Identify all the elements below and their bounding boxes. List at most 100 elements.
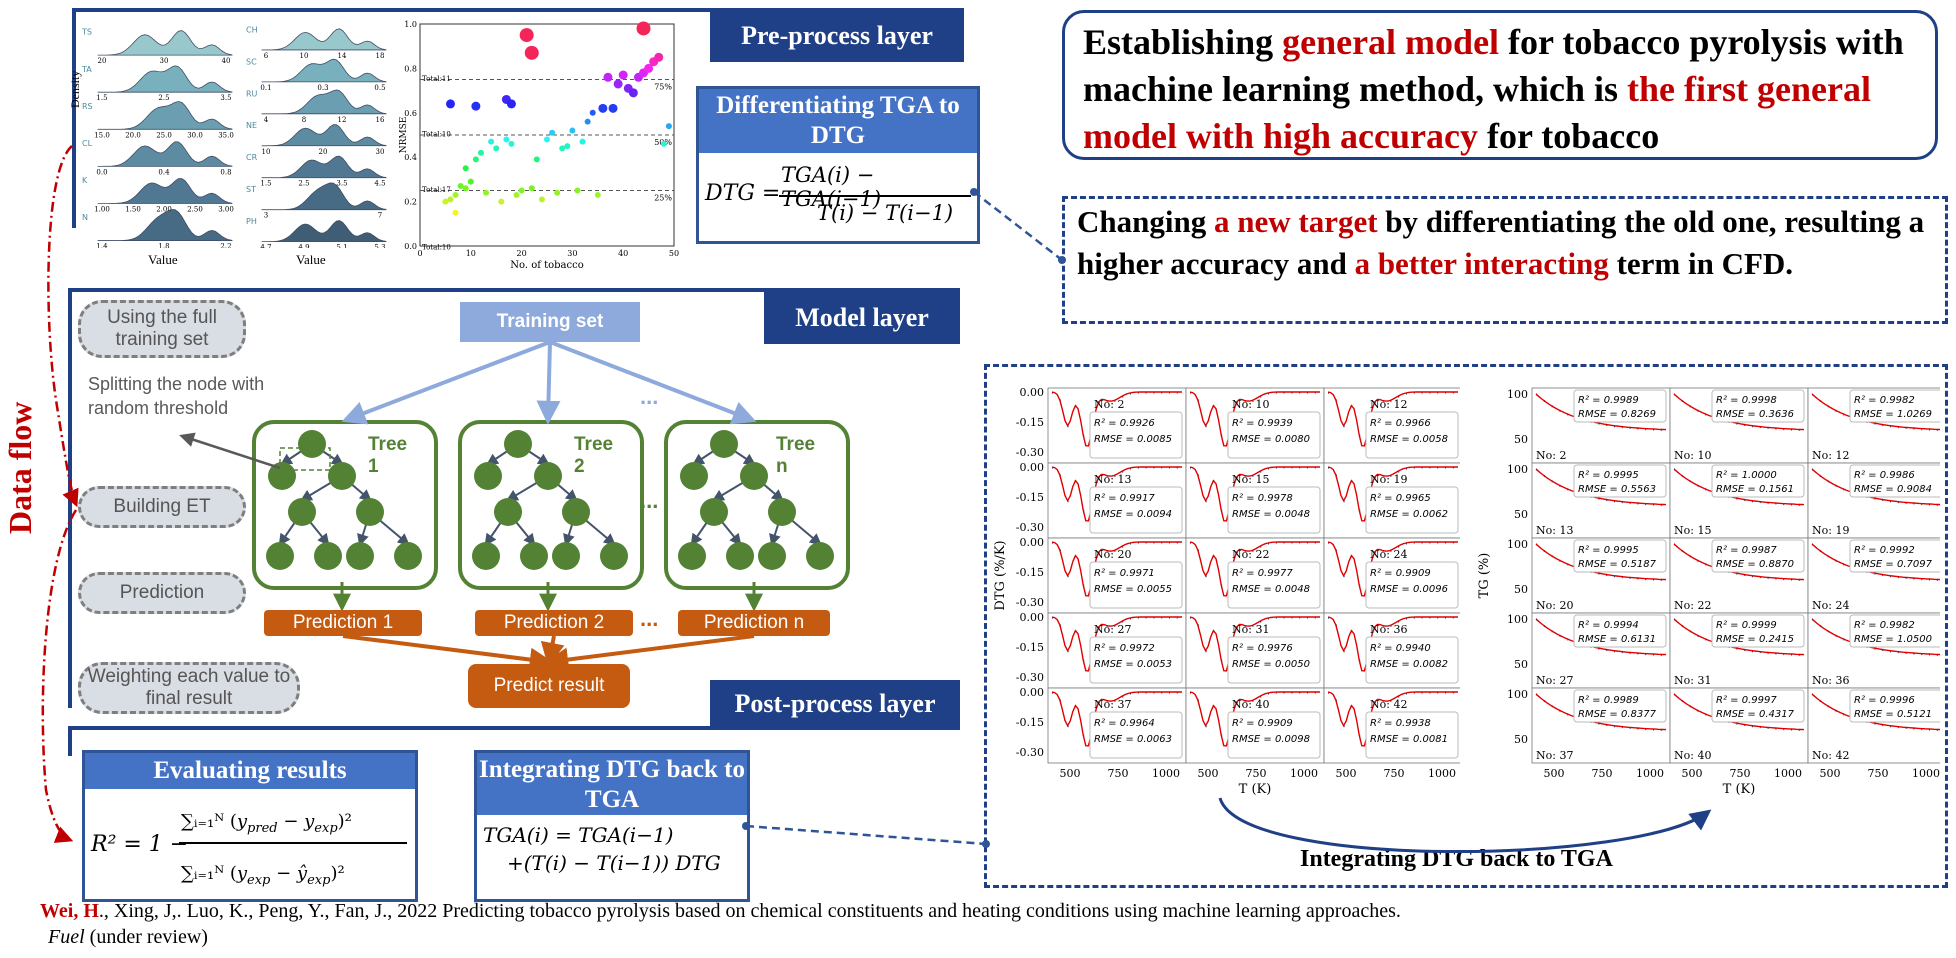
grid-ytick: -0.15 bbox=[1016, 566, 1044, 579]
cell-number: No: 15 bbox=[1232, 473, 1269, 486]
integ-to-results-connector bbox=[745, 824, 987, 846]
prediction-curve bbox=[1189, 541, 1320, 597]
cell-stat-box bbox=[1089, 486, 1183, 534]
diff-lhs: DTG = bbox=[705, 181, 781, 206]
cell-number: No: 19 bbox=[1812, 524, 1849, 537]
preprocess-leftline bbox=[72, 8, 76, 228]
scatter-point bbox=[554, 189, 561, 196]
cell-rmse: RMSE = 0.9084 bbox=[1854, 484, 1932, 495]
grid-ytick: -0.15 bbox=[1016, 716, 1044, 729]
grid-ytick: -0.15 bbox=[1016, 491, 1044, 504]
threshold-label: 25% bbox=[654, 194, 672, 203]
preprocess-topline bbox=[72, 8, 964, 12]
prediction-curve bbox=[1535, 543, 1667, 581]
cell-rmse: RMSE = 0.6131 bbox=[1578, 634, 1656, 645]
ridge-name: PH bbox=[246, 217, 257, 226]
scatter-point bbox=[462, 185, 469, 192]
ridge-tick: 1.5 bbox=[96, 94, 107, 102]
cell-number: No: 27 bbox=[1094, 623, 1131, 636]
scatter-point bbox=[603, 72, 613, 82]
cell-rmse: RMSE = 0.0094 bbox=[1094, 509, 1172, 520]
ridge-tick: 20 bbox=[98, 57, 107, 65]
scatter-point bbox=[549, 129, 556, 136]
training-set-box: Training set bbox=[460, 302, 640, 342]
density-ridge-CH bbox=[261, 28, 387, 51]
prediction-curve bbox=[1535, 393, 1667, 431]
scatter-point bbox=[569, 127, 576, 134]
grid-xtick: 1000 bbox=[1152, 767, 1180, 780]
note-part5: term in CFD. bbox=[1608, 246, 1794, 281]
headline-part1: Establishing bbox=[1083, 22, 1283, 62]
cell-number: No: 27 bbox=[1536, 674, 1573, 687]
cell-number: No: 12 bbox=[1370, 398, 1407, 411]
cell-stat-box bbox=[1365, 711, 1459, 759]
cell-rmse: RMSE = 0.0080 bbox=[1232, 434, 1310, 445]
ridge-tick: 8 bbox=[302, 116, 306, 124]
split-pointer bbox=[179, 432, 281, 470]
ridge-tick: 5.1 bbox=[336, 244, 347, 248]
scatter-point bbox=[636, 21, 651, 36]
dots-bottom: ... bbox=[640, 606, 659, 631]
prediction-curve bbox=[1811, 468, 1940, 506]
scatter-ytick: 1.0 bbox=[404, 20, 417, 29]
citation: Wei, H., Xing, J,. Luo, K., Peng, Y., Fa… bbox=[40, 898, 1940, 950]
prediction-curve bbox=[1327, 391, 1458, 447]
scatter-point bbox=[613, 79, 623, 89]
cell-number: No: 36 bbox=[1812, 674, 1849, 687]
ridge-name: SC bbox=[246, 57, 257, 66]
prediction-curve bbox=[1673, 468, 1805, 506]
prediction-curve bbox=[1535, 468, 1667, 506]
tree-2-label: Tree 2 bbox=[574, 434, 614, 477]
ridge-tick: 2.50 bbox=[187, 205, 203, 213]
density-xlabel-right: Value bbox=[296, 252, 326, 267]
scatter-point bbox=[528, 185, 535, 192]
scatter-point bbox=[503, 136, 510, 143]
cell-r2: R² = 0.9989 bbox=[1578, 695, 1639, 706]
ridge-tick: 1.50 bbox=[125, 205, 141, 213]
grid-ytick: 100 bbox=[1507, 388, 1528, 401]
cell-rmse: RMSE = 0.0081 bbox=[1370, 734, 1448, 745]
ridge-tick: 35.0 bbox=[218, 131, 234, 139]
ridge-name: TA bbox=[81, 65, 92, 74]
differentiating-box: Differentiating TGA to DTG DTG = TGA(i) … bbox=[696, 86, 980, 244]
grid-xtick: 750 bbox=[1868, 767, 1889, 780]
scatter-point bbox=[564, 143, 571, 150]
grid-ytick: -0.30 bbox=[1016, 521, 1044, 534]
cell-rmse: RMSE = 0.0096 bbox=[1370, 584, 1448, 595]
grid-ytick: 50 bbox=[1514, 583, 1528, 596]
cell-rmse: RMSE = 0.0058 bbox=[1370, 434, 1448, 445]
tree-node bbox=[474, 462, 502, 490]
cell-rmse: RMSE = 0.0082 bbox=[1370, 659, 1448, 670]
scatter-point bbox=[524, 45, 539, 60]
ridge-tick: 0.5 bbox=[374, 84, 385, 92]
cell-stat-box bbox=[1089, 411, 1183, 459]
tree-node bbox=[758, 542, 786, 570]
ridge-tick: 16 bbox=[376, 116, 385, 124]
grid-ylabel: TG (%) bbox=[1477, 553, 1492, 599]
prediction-curve bbox=[1673, 693, 1805, 731]
cell-r2: R² = 0.9994 bbox=[1578, 620, 1639, 631]
postprocess-topline bbox=[68, 726, 960, 730]
evaluating-title: Evaluating results bbox=[85, 753, 415, 789]
integrating-title: Integrating DTG back to TGA bbox=[477, 753, 747, 815]
prediction-curve bbox=[1811, 618, 1940, 656]
ridge-tick: 14 bbox=[338, 52, 347, 60]
scatter-point bbox=[513, 191, 520, 198]
cell-number: No: 20 bbox=[1536, 599, 1573, 612]
prediction-n-box: Prediction n bbox=[678, 610, 830, 636]
scatter-point bbox=[471, 101, 481, 111]
cell-r2: R² = 0.9938 bbox=[1370, 718, 1431, 729]
scatter-point bbox=[589, 109, 596, 116]
density-ridge-NE bbox=[261, 124, 387, 147]
ridge-name: RS bbox=[82, 102, 93, 111]
ridge-tick: 0.4 bbox=[158, 168, 170, 176]
cell-stat-box bbox=[1711, 614, 1805, 648]
tree-node bbox=[534, 462, 562, 490]
citation-journal: Fuel bbox=[48, 926, 85, 948]
target-note-box: Changing a new target by differentiating… bbox=[1062, 196, 1948, 324]
tree-node bbox=[288, 498, 316, 526]
prediction-curve bbox=[1811, 543, 1940, 581]
cell-rmse: RMSE = 0.7097 bbox=[1854, 559, 1933, 570]
ridge-tick: 2.2 bbox=[220, 243, 231, 248]
